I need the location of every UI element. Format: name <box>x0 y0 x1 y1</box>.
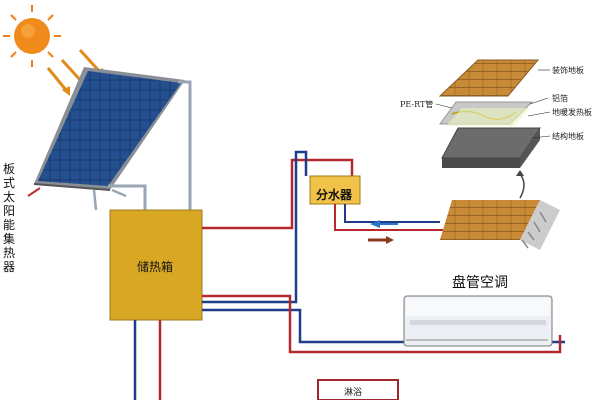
tank-label: 储热箱 <box>137 260 174 274</box>
water-distributor <box>309 175 361 205</box>
collector-label: 板式太阳能集热器 <box>2 162 15 274</box>
flow-arrow <box>368 220 398 244</box>
sun-icon <box>3 5 61 67</box>
ac-label: 盘管空调 <box>452 275 508 291</box>
ac-unit <box>403 295 553 347</box>
layer-label-heating: 地暖发热板 <box>552 108 592 117</box>
layer-label-foil: 铝箔 <box>552 94 568 103</box>
collector-pipes <box>108 80 192 212</box>
floor-section <box>440 200 560 250</box>
layer-label-pipe: PE-RT管 <box>400 100 434 109</box>
layer-label-structure: 结构地板 <box>552 132 584 141</box>
storage-tank <box>109 209 203 321</box>
distributor-label: 分水器 <box>316 188 353 202</box>
shower-label: 淋浴 <box>344 388 363 398</box>
collector-stand <box>92 188 127 211</box>
collector-pipe-red-stub <box>27 187 41 197</box>
shower-box <box>317 379 399 400</box>
floor-layers-exploded <box>435 59 551 168</box>
curved-arrow <box>519 173 525 199</box>
floor-pipes <box>334 204 445 231</box>
layer-label-decor: 装饰地板 <box>552 66 584 75</box>
solar-collector-panel <box>33 67 185 191</box>
